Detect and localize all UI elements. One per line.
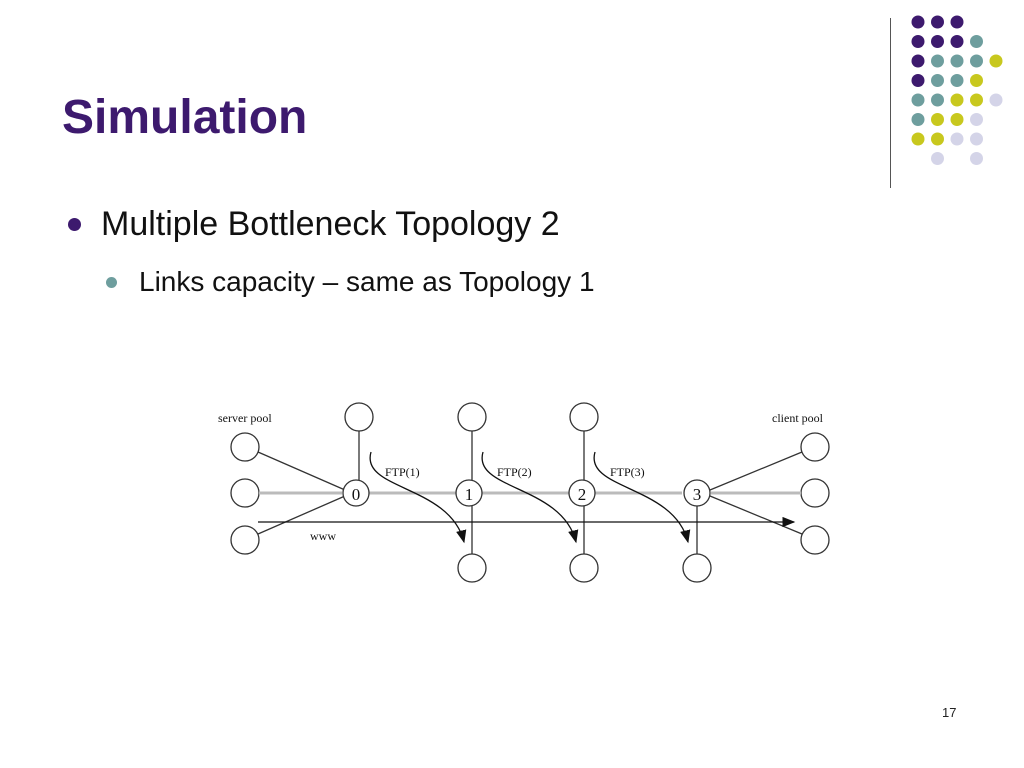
decorative-dot <box>970 152 983 165</box>
server-node-3 <box>230 525 260 555</box>
decorative-dot <box>931 152 944 165</box>
slide-title: Simulation <box>62 91 308 144</box>
server-node-1 <box>230 432 260 462</box>
decorative-dot <box>970 74 983 87</box>
ftp-sink-node-2 <box>569 553 599 583</box>
decorative-dot <box>911 35 925 48</box>
decorative-dot <box>950 113 964 126</box>
sub-bullet-text: Links capacity – same as Topology 1 <box>139 266 595 297</box>
header-divider-line <box>890 18 891 188</box>
decorative-dot <box>911 54 925 68</box>
ftp-source-node-2 <box>457 402 487 432</box>
decorative-dot <box>931 35 944 48</box>
link-server1-router0 <box>257 451 346 491</box>
client-node-1 <box>800 432 830 462</box>
ftp-source-node-1 <box>344 402 374 432</box>
slide-number: 17 <box>942 705 957 720</box>
link-server3-router0 <box>257 495 346 535</box>
ftp-label-1: FTP(1) <box>385 465 420 479</box>
client-node-3 <box>800 525 830 555</box>
decorative-dot <box>950 54 964 68</box>
decorative-dot <box>989 93 1003 107</box>
decorative-dot <box>950 132 964 146</box>
decorative-dot <box>931 93 944 107</box>
router-label-3: 3 <box>693 485 702 504</box>
router-label-0: 0 <box>352 485 361 504</box>
decorative-dot <box>911 132 925 146</box>
decorative-dot <box>950 35 964 48</box>
client-pool-label: client pool <box>772 411 824 425</box>
decorative-dot <box>970 113 983 126</box>
ftp-label-2: FTP(2) <box>497 465 532 479</box>
ftp-label-3: FTP(3) <box>610 465 645 479</box>
client-node-2 <box>800 478 830 508</box>
link-router3-client1 <box>709 451 803 491</box>
bullet-level-1: Multiple Bottleneck Topology 2 <box>68 205 560 244</box>
router-label-2: 2 <box>578 485 587 504</box>
ftp-flow-arrow-2 <box>481 451 579 544</box>
ftp-flow-arrow-1 <box>369 451 467 544</box>
router-node-1 <box>455 479 483 507</box>
router-label-1: 1 <box>465 485 474 504</box>
server-pool-label: server pool <box>218 411 272 425</box>
decorative-dot <box>931 132 944 146</box>
sub-bullet-dot-icon <box>106 276 117 288</box>
ftp-sink-node-1 <box>457 553 487 583</box>
decorative-dot <box>911 15 925 29</box>
topology-diagram: 0 1 2 3 server pool client pool www FTP(… <box>218 402 830 583</box>
ftp-source-node-3 <box>569 402 599 432</box>
server-node-2 <box>230 478 260 508</box>
decorative-dot <box>931 113 944 126</box>
decorative-dot <box>931 15 944 29</box>
decorative-dot-grid <box>911 15 1003 165</box>
decorative-dot <box>970 54 983 68</box>
decorative-dot <box>970 35 983 48</box>
bullet-level-2: Links capacity – same as Topology 1 <box>106 266 595 298</box>
decorative-dot <box>970 93 983 107</box>
router-node-3 <box>683 479 711 507</box>
decorative-dot <box>950 93 964 107</box>
decorative-dot <box>931 54 944 68</box>
router-node-2 <box>568 479 596 507</box>
decorative-dot <box>989 54 1003 68</box>
decorative-dot <box>911 74 925 87</box>
link-router3-client3 <box>709 495 803 535</box>
www-label: www <box>310 529 336 543</box>
router-node-0 <box>342 479 370 507</box>
bullet-text: Multiple Bottleneck Topology 2 <box>101 205 560 243</box>
decorative-dot <box>950 74 964 87</box>
decorative-dot <box>931 74 944 87</box>
ftp-sink-node-3 <box>682 553 712 583</box>
decorative-dot <box>911 93 925 107</box>
decorative-dot <box>911 113 925 126</box>
ftp-flow-arrow-3 <box>593 451 691 544</box>
decorative-dot <box>970 132 983 146</box>
bullet-dot-icon <box>68 218 81 231</box>
decorative-dot <box>950 15 964 29</box>
